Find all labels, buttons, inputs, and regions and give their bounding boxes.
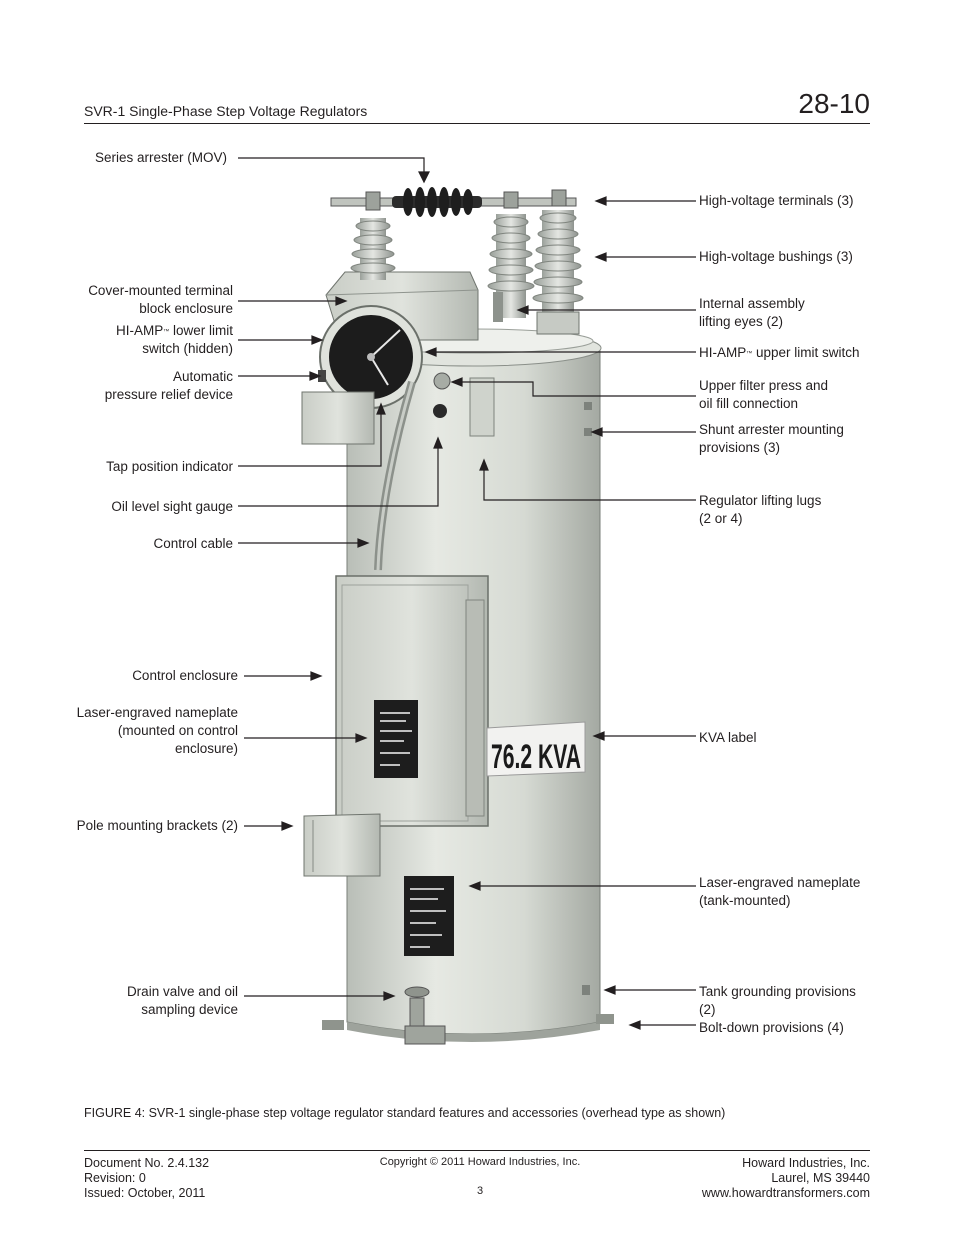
callout-arrows [238,157,696,1030]
oil-level-gauge-icon [433,404,447,418]
bolt-down-foot-icon [596,1014,614,1024]
label-bolt-down: Bolt-down provisions (4) [699,1020,844,1035]
label-tank-nameplate: Laser-engraved nameplate (tank-mounted) [699,875,861,908]
page-number: 3 [476,1185,484,1197]
label-pressure-relief: Automatic pressure relief device [104,369,233,402]
figure-caption: FIGURE 4: SVR-1 single-phase step voltag… [84,1106,726,1120]
label-series-arrester: Series arrester (MOV) [94,150,227,165]
filter-press-icon [433,372,451,390]
label-hv-bushings: High-voltage bushings (3) [699,249,853,264]
label-filter-press: Upper filter press and oil fill connecti… [699,378,829,411]
footer-rule [84,1150,870,1151]
bolt-down-foot-icon [322,1020,344,1030]
label-tap-position-indicator: Tap position indicator [106,459,233,474]
header-rule [84,123,870,124]
label-shunt-arrester: Shunt arrester mounting provisions (3) [699,422,844,455]
tap-position-indicator [319,305,423,409]
lifting-eye-icon [493,292,503,322]
footer-company-info: Howard Industries, Inc. Laurel, MS 39440… [701,1156,870,1200]
label-control-cable: Control cable [153,536,233,551]
label-lifting-eyes: Internal assembly lifting eyes (2) [699,296,805,329]
lifting-lug-icon [469,377,495,437]
footer-document-info: Document No. 2.4.132 Revision: 0 Issued:… [84,1156,210,1200]
right-bushings [475,189,584,335]
kva-label-text: 76.2 KVA [491,738,581,776]
pressure-relief-icon [318,370,326,382]
label-hv-terminals: High-voltage terminals (3) [699,193,854,208]
website-link[interactable]: www.howardtransformers.com [701,1186,870,1200]
label-kva: KVA label [699,730,757,745]
grounding-provision-icon [582,985,590,995]
footer-copyright: Copyright © 2011 Howard Industries, Inc. [379,1156,581,1168]
pole-mounting-bracket [303,813,381,877]
series-arrester [392,187,482,217]
label-control-enclosure: Control enclosure [132,668,238,683]
label-tank-grounding: Tank grounding provisions (2) [699,984,856,1017]
label-terminal-block-enclosure: Cover-mounted terminal block enclosure [88,283,233,316]
control-enclosure [335,575,489,827]
section-number: 28-10 [798,88,870,119]
label-control-nameplate: Laser-engraved nameplate (mounted on con… [76,705,238,756]
kva-label: 76.2 KVA [486,721,586,777]
page-header-title: SVR-1 Single-Phase Step Voltage Regulato… [84,103,368,119]
drain-valve-icon [404,986,446,1045]
label-lifting-lugs: Regulator lifting lugs (2 or 4) [699,493,822,526]
label-pole-mounting-brackets: Pole mounting brackets (2) [76,818,238,833]
control-cable-highlight [376,381,414,571]
label-upper-limit-switch: HI-AMP™ upper limit switch [699,345,860,360]
shunt-provision-icon [584,428,592,436]
control-nameplate [374,700,418,778]
label-lower-limit-switch: HI-AMP™ lower limit switch (hidden) [115,323,233,356]
left-bushing [330,191,396,280]
label-oil-level-gauge: Oil level sight gauge [111,499,233,514]
junction-box [301,391,375,445]
shunt-provision-icon [584,402,592,410]
label-drain-valve: Drain valve and oil sampling device [126,984,238,1017]
